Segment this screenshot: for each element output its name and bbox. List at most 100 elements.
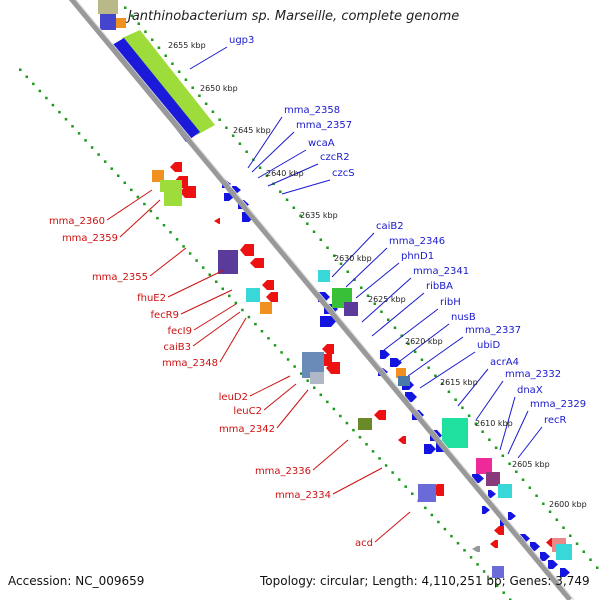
- inner-dotted-tick: [489, 577, 492, 580]
- inner-dotted-tick: [352, 428, 355, 432]
- kbp-tick-label: 2645 kbp: [233, 126, 271, 135]
- forward-gene-label: ribBA: [426, 281, 453, 292]
- outer-dotted-tick: [528, 486, 532, 489]
- gene-feature-block: [442, 418, 468, 448]
- kbp-tick-label: 2655 kbp: [168, 41, 206, 50]
- outer-dotted-tick: [373, 302, 376, 305]
- inner-dotted-tick: [299, 372, 303, 375]
- outer-dotted-tick: [508, 462, 511, 465]
- inner-dotted-tick: [267, 337, 270, 340]
- forward-leader-line: [361, 277, 412, 323]
- outer-dotted-tick: [279, 190, 282, 193]
- inner-dotted-tick: [32, 82, 35, 86]
- outer-dotted-tick: [299, 214, 302, 217]
- forward-gene-arrow: [530, 542, 540, 551]
- inner-dotted-tick: [38, 89, 42, 93]
- reverse-gene-label: mma_2336: [255, 466, 311, 477]
- gene-block-green: [122, 30, 215, 135]
- gene-feature-block: [310, 372, 324, 384]
- inner-dotted-tick: [273, 344, 277, 347]
- gene-features: [98, 0, 572, 578]
- reverse-gene-label: leuD2: [219, 392, 248, 403]
- outer-dotted-tick: [238, 142, 242, 145]
- outer-dotted-tick: [569, 534, 572, 537]
- outer-dotted-tick: [150, 38, 154, 41]
- forward-gene-label: phnD1: [401, 251, 434, 262]
- outer-dotted-tick: [562, 526, 565, 529]
- outer-dotted-tick: [211, 110, 215, 113]
- gene-feature-block: [246, 288, 260, 302]
- outer-dotted-tick: [292, 206, 296, 209]
- outer-dotted-tick: [360, 286, 363, 289]
- inner-dotted-tick: [509, 598, 512, 600]
- inner-dotted-tick: [397, 478, 401, 481]
- forward-leader-line: [507, 410, 529, 455]
- reverse-leader-line: [106, 189, 153, 221]
- inner-dotted-tick: [293, 365, 296, 368]
- forward-gene-label: czcS: [332, 168, 355, 179]
- forward-leader-line: [407, 336, 464, 377]
- outer-dotted-tick: [225, 126, 228, 129]
- outer-dotted-tick: [366, 294, 370, 297]
- reverse-leader-line: [332, 467, 383, 495]
- gene-block-khaki: [98, 0, 118, 14]
- reverse-leader-line: [374, 511, 411, 543]
- reverse-leader-line: [167, 269, 225, 298]
- outer-dotted-tick: [130, 14, 134, 17]
- reverse-gene-arrow: [180, 186, 196, 198]
- outer-dotted-tick: [157, 46, 161, 49]
- forward-gene-label: ugp3: [229, 35, 254, 46]
- inner-dotted-tick: [195, 259, 198, 262]
- reverse-gene-arrow: [494, 526, 504, 535]
- inner-dotted-tick: [110, 167, 113, 170]
- genome-backbone: [68, 0, 575, 600]
- outer-dotted-tick: [339, 262, 343, 265]
- forward-leader-line: [281, 179, 331, 195]
- reverse-leader-line: [119, 199, 161, 238]
- genome-summary-text: Topology: circular; Length: 4,110,251 bp…: [260, 574, 590, 588]
- inner-dotted-tick: [319, 393, 323, 397]
- inner-dotted-tick: [58, 110, 61, 114]
- kbp-tick-label: 2640 kbp: [266, 169, 304, 178]
- forward-leader-line: [267, 163, 319, 187]
- inner-dotted-tick: [188, 252, 192, 255]
- forward-gene-label: ubiD: [477, 340, 500, 351]
- reverse-gene-label: fhuE2: [137, 293, 166, 304]
- inner-dotted-tick: [482, 570, 486, 573]
- inner-dotted-tick: [443, 527, 447, 531]
- reverse-gene-label: fecI9: [168, 326, 192, 337]
- reverse-gene-label: fecR9: [151, 310, 179, 321]
- inner-dotted-tick: [332, 407, 336, 411]
- reverse-gene-arrow: [374, 410, 386, 420]
- outer-dotted-tick: [481, 430, 484, 433]
- inner-dotted-tick: [103, 160, 107, 163]
- inner-dotted-tick: [254, 322, 257, 326]
- reverse-gene-arrow: [214, 218, 220, 224]
- reverse-gene-arrow: [262, 280, 274, 290]
- outer-dotted-tick: [548, 510, 552, 513]
- outer-dotted-tick: [191, 86, 194, 89]
- reverse-gene-arrow: [326, 362, 340, 374]
- forward-leader-line: [499, 396, 516, 451]
- forward-gene-label: mma_2329: [530, 399, 586, 410]
- outer-dotted-tick: [386, 318, 390, 321]
- inner-dotted-tick: [437, 520, 440, 524]
- inner-dotted-tick: [182, 245, 185, 248]
- outer-dotted-tick: [454, 398, 457, 401]
- forward-gene-label: mma_2341: [413, 266, 469, 277]
- kbp-tick-label: 2615 kbp: [440, 378, 478, 387]
- forward-gene-label: recR: [544, 415, 567, 426]
- reverse-leader-line: [249, 375, 291, 397]
- forward-leader-line: [331, 232, 375, 278]
- kbp-tick-label: 2610 kbp: [475, 419, 513, 428]
- forward-gene-arrow: [488, 490, 496, 498]
- outer-dotted-tick: [333, 254, 336, 257]
- reverse-leader-line: [312, 439, 349, 471]
- scale-ticks: [19, 6, 599, 600]
- forward-gene-arrow: [390, 358, 402, 367]
- outer-dotted-tick: [413, 350, 417, 353]
- reverse-gene-arrow: [472, 546, 480, 552]
- outer-dotted-tick: [515, 470, 518, 473]
